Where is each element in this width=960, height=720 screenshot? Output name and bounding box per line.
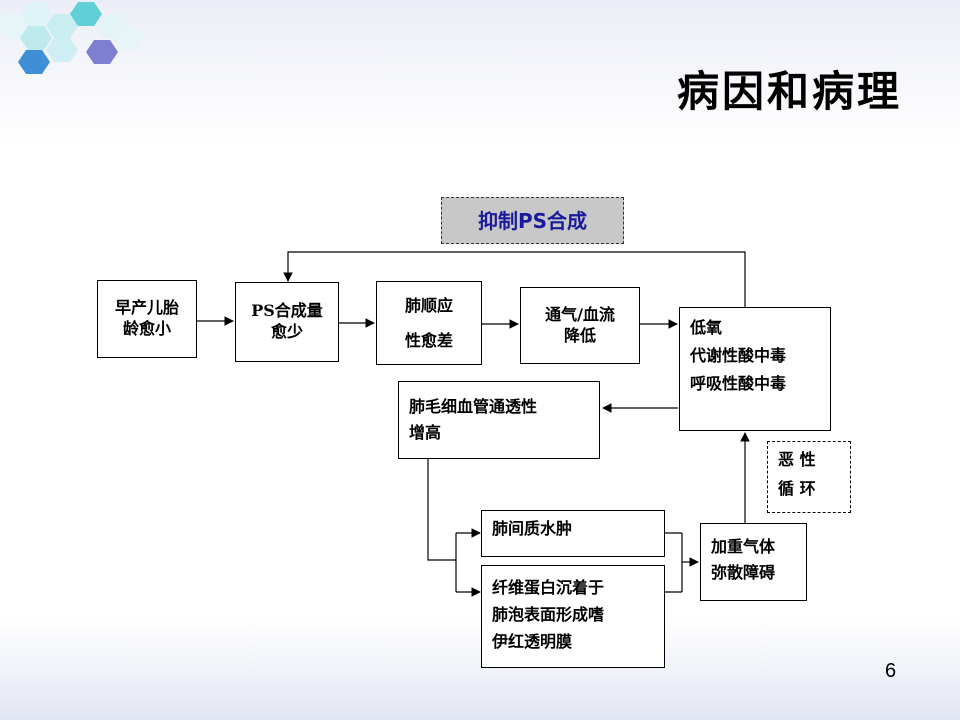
- lung-compliance-line: 性愈差: [404, 331, 453, 350]
- preterm-box: 早产儿胎 龄愈小: [97, 280, 197, 358]
- ps-synthesis-line: 愈少: [270, 322, 303, 341]
- hexagon-shape: [70, 2, 102, 26]
- hyaline-membrane-box: 纤维蛋白沉着于 肺泡表面形成嗜 伊红透明膜: [481, 565, 665, 668]
- interstitial-edema-label: 肺间质水肿: [492, 519, 573, 538]
- page-number: 6: [885, 660, 897, 682]
- inhibit-ps-label: 抑制PS合成: [477, 208, 588, 233]
- hypoxia-line: 呼吸性酸中毒: [690, 374, 787, 393]
- diffusion-line: 加重气体: [711, 537, 776, 556]
- diffusion-disorder-box: 加重气体 弥散障碍: [700, 523, 807, 601]
- hexagon-shape: [112, 26, 144, 50]
- ps-synthesis-line: PS合成量: [251, 301, 323, 321]
- preterm-line: 早产儿胎: [114, 298, 179, 318]
- ventilation-perfusion-box: 通气/血流 降低: [520, 287, 640, 364]
- branch-connector: [427, 459, 456, 561]
- feedback-arrow: [283, 251, 746, 307]
- hypoxia-line: 代谢性酸中毒: [690, 346, 787, 365]
- hexagon-shape: [46, 38, 78, 62]
- interstitial-edema-box: 肺间质水肿: [481, 510, 665, 557]
- inhibit-ps-box: 抑制PS合成: [441, 197, 624, 244]
- capillary-permeability-box: 肺毛细血管通透性 增高: [398, 381, 600, 459]
- hypoxia-acidosis-box: 低氧 代谢性酸中毒 呼吸性酸中毒: [679, 307, 831, 431]
- capillary-line: 肺毛细血管通透性: [409, 397, 538, 416]
- vicious-cycle-line: 循 环: [778, 478, 816, 498]
- ventilation-line: 降低: [563, 325, 596, 345]
- vicious-cycle-line: 恶 性: [778, 450, 816, 469]
- hyaline-membrane-line: 纤维蛋白沉着于: [492, 578, 605, 597]
- slide-title: 病因和病理: [676, 67, 902, 116]
- ventilation-line: 通气/血流: [545, 304, 615, 324]
- hypoxia-line: 低氧: [690, 318, 723, 337]
- hexagon-shape: [18, 50, 50, 74]
- preterm-line: 龄愈小: [122, 319, 171, 338]
- hexagon-shape: [20, 2, 52, 26]
- hyaline-membrane-line: 肺泡表面形成嗜: [492, 605, 605, 625]
- capillary-line: 增高: [409, 423, 442, 443]
- hexagon-shape: [86, 40, 118, 64]
- vicious-cycle-box: 恶 性 循 环: [767, 441, 851, 513]
- hexagon-shape: [20, 26, 52, 50]
- hexagon-decoration: [0, 2, 144, 74]
- hexagon-shape: [46, 14, 78, 38]
- ps-synthesis-box: PS合成量 愈少: [235, 282, 339, 362]
- hyaline-membrane-line: 伊红透明膜: [492, 632, 573, 652]
- lung-compliance-line: 肺顺应: [404, 295, 453, 315]
- lung-compliance-box: 肺顺应 性愈差: [376, 281, 482, 365]
- diffusion-line: 弥散障碍: [711, 563, 776, 583]
- hexagon-shape: [0, 14, 28, 38]
